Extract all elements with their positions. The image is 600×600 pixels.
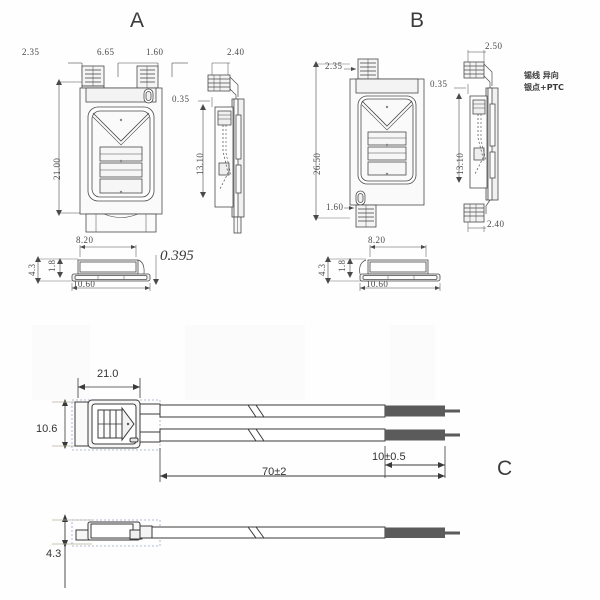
dim-c-body-width: 10.6 xyxy=(36,423,58,435)
view-a-side xyxy=(198,62,245,234)
dim-a-bottom-inner: 8.20 xyxy=(76,235,94,245)
view-c-top xyxy=(52,378,460,482)
section-a-letter: A xyxy=(130,9,145,32)
view-a-front xyxy=(56,62,188,233)
dim-b-side-top: 2.50 xyxy=(485,41,503,51)
view-b-bottom xyxy=(325,245,441,291)
side-view-note-line2: 银点+PTC xyxy=(524,82,564,92)
dim-a-bottom-outer: 10.60 xyxy=(73,279,96,289)
view-c-side xyxy=(52,514,460,588)
dim-b-side-bottom: 2.40 xyxy=(487,219,505,229)
dim-a-top-right: 1.60 xyxy=(146,47,164,57)
section-b-letter: B xyxy=(410,9,425,32)
section-c-letter: C xyxy=(497,457,513,480)
view-b-front xyxy=(313,58,425,228)
dim-b-bottom-inner: 8.20 xyxy=(368,235,386,245)
view-b-side xyxy=(454,50,499,232)
dim-c-body-length: 21.0 xyxy=(97,368,119,380)
dim-a-callout: 0.395 xyxy=(160,248,194,264)
dim-c-strip-length: 10±0.5 xyxy=(372,451,406,463)
dim-b-top-left: 2.35 xyxy=(325,61,343,71)
view-a-bottom xyxy=(35,245,159,291)
side-view-note-line1: 锡线 异向 xyxy=(524,71,559,80)
dim-a-top-mid: 6.65 xyxy=(97,47,115,57)
dim-a-side-left: 0.35 xyxy=(172,94,190,104)
dim-b-bottom-left: 1.60 xyxy=(326,202,344,212)
dim-b-bottom-outer: 10.60 xyxy=(366,279,389,289)
dim-a-top-left: 2.35 xyxy=(22,47,40,57)
dim-a-side-top: 2.40 xyxy=(227,47,245,57)
dim-c-wire-length: 70±2 xyxy=(262,466,287,478)
dim-b-side-left: 0.35 xyxy=(430,79,448,89)
side-view-note: 锡线 异向 银点+PTC xyxy=(524,70,564,93)
dim-c-thickness: 4.3 xyxy=(46,548,62,560)
